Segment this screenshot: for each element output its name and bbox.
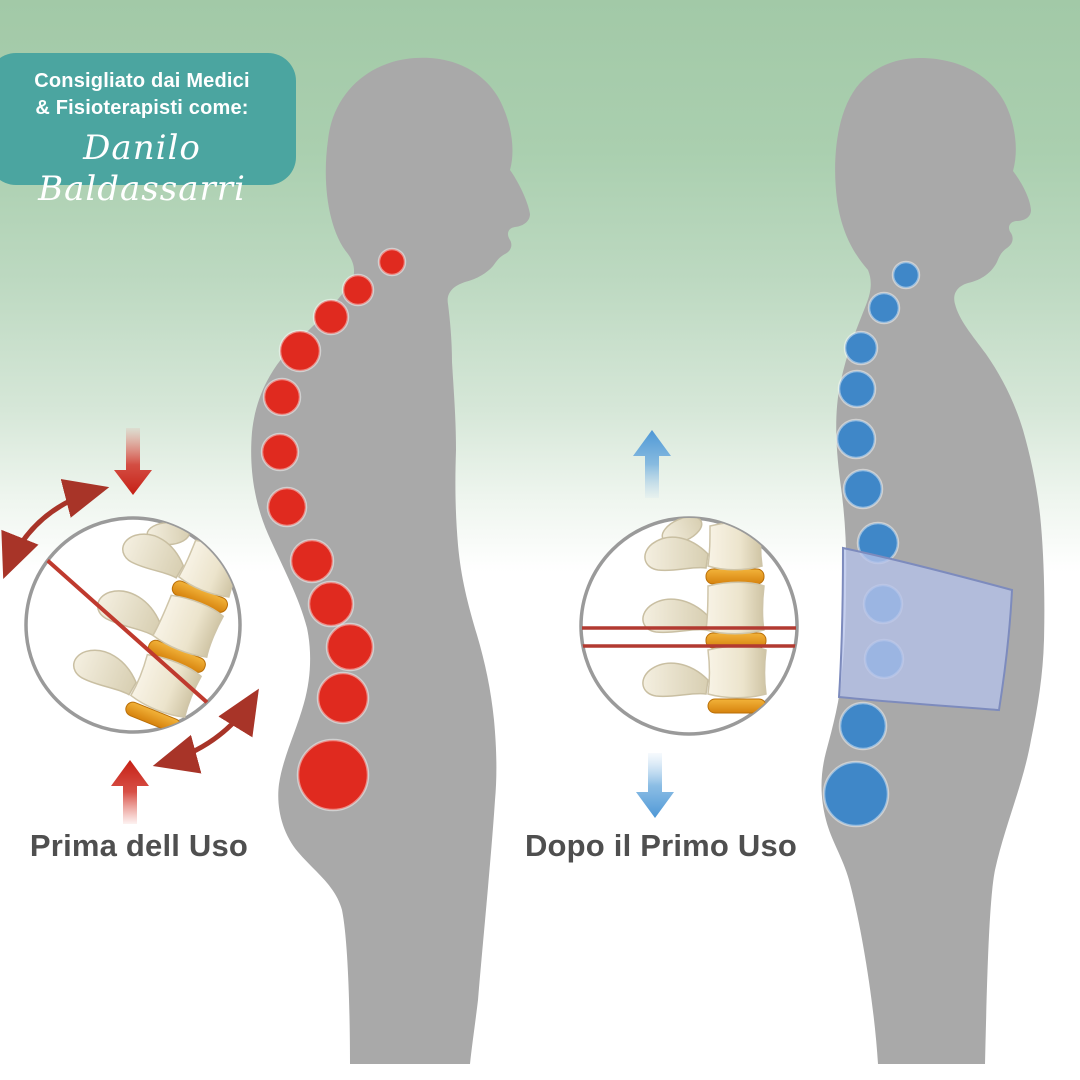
spine-dot xyxy=(262,377,302,417)
spine-dot xyxy=(312,298,350,336)
doctor-signature: Danilo Baldassarri xyxy=(38,128,246,209)
inset-after xyxy=(579,430,799,818)
inset-before xyxy=(1,428,259,824)
badge-line1: Consigliato dai Medici xyxy=(34,70,250,92)
label-before-use: Prima dell Uso xyxy=(29,828,249,863)
badge-line2: & Fisioterapisti come: xyxy=(35,97,249,119)
spine-dot xyxy=(289,538,335,584)
spine-dot xyxy=(822,760,890,828)
spine-dot xyxy=(842,468,884,510)
spine-dot xyxy=(377,247,407,277)
recommendation-badge: Consigliato dai Medici & Fisioterapisti … xyxy=(0,53,296,209)
posture-belt xyxy=(837,546,1014,712)
rotation-arrow-upper xyxy=(1,478,110,579)
spine-dot xyxy=(341,273,375,307)
spine-dot xyxy=(260,432,300,472)
spine-dot xyxy=(325,622,375,672)
label-after-first-use: Dopo il Primo Uso xyxy=(524,828,798,863)
spine-dot xyxy=(835,418,877,460)
spine-dot xyxy=(307,580,355,628)
figure-before-silhouette xyxy=(251,57,530,1065)
spine-dot xyxy=(837,369,877,409)
spine-dot xyxy=(891,260,921,290)
spine-dots-before xyxy=(260,247,407,812)
decompression-down-arrow xyxy=(636,753,674,818)
spine-dot xyxy=(278,329,322,373)
spine-dot xyxy=(838,701,888,751)
compression-down-arrow xyxy=(114,428,152,495)
compression-up-arrow xyxy=(111,760,149,824)
spine-dot xyxy=(867,291,901,325)
spine-dot xyxy=(296,738,370,812)
spine-dot xyxy=(316,671,370,725)
rotation-arrow-lower xyxy=(152,688,259,774)
strain-line xyxy=(45,558,212,707)
decompression-up-arrow xyxy=(633,430,671,498)
spine-dot xyxy=(843,330,879,366)
spine-dot xyxy=(266,486,308,528)
alignment-lines xyxy=(582,626,796,648)
